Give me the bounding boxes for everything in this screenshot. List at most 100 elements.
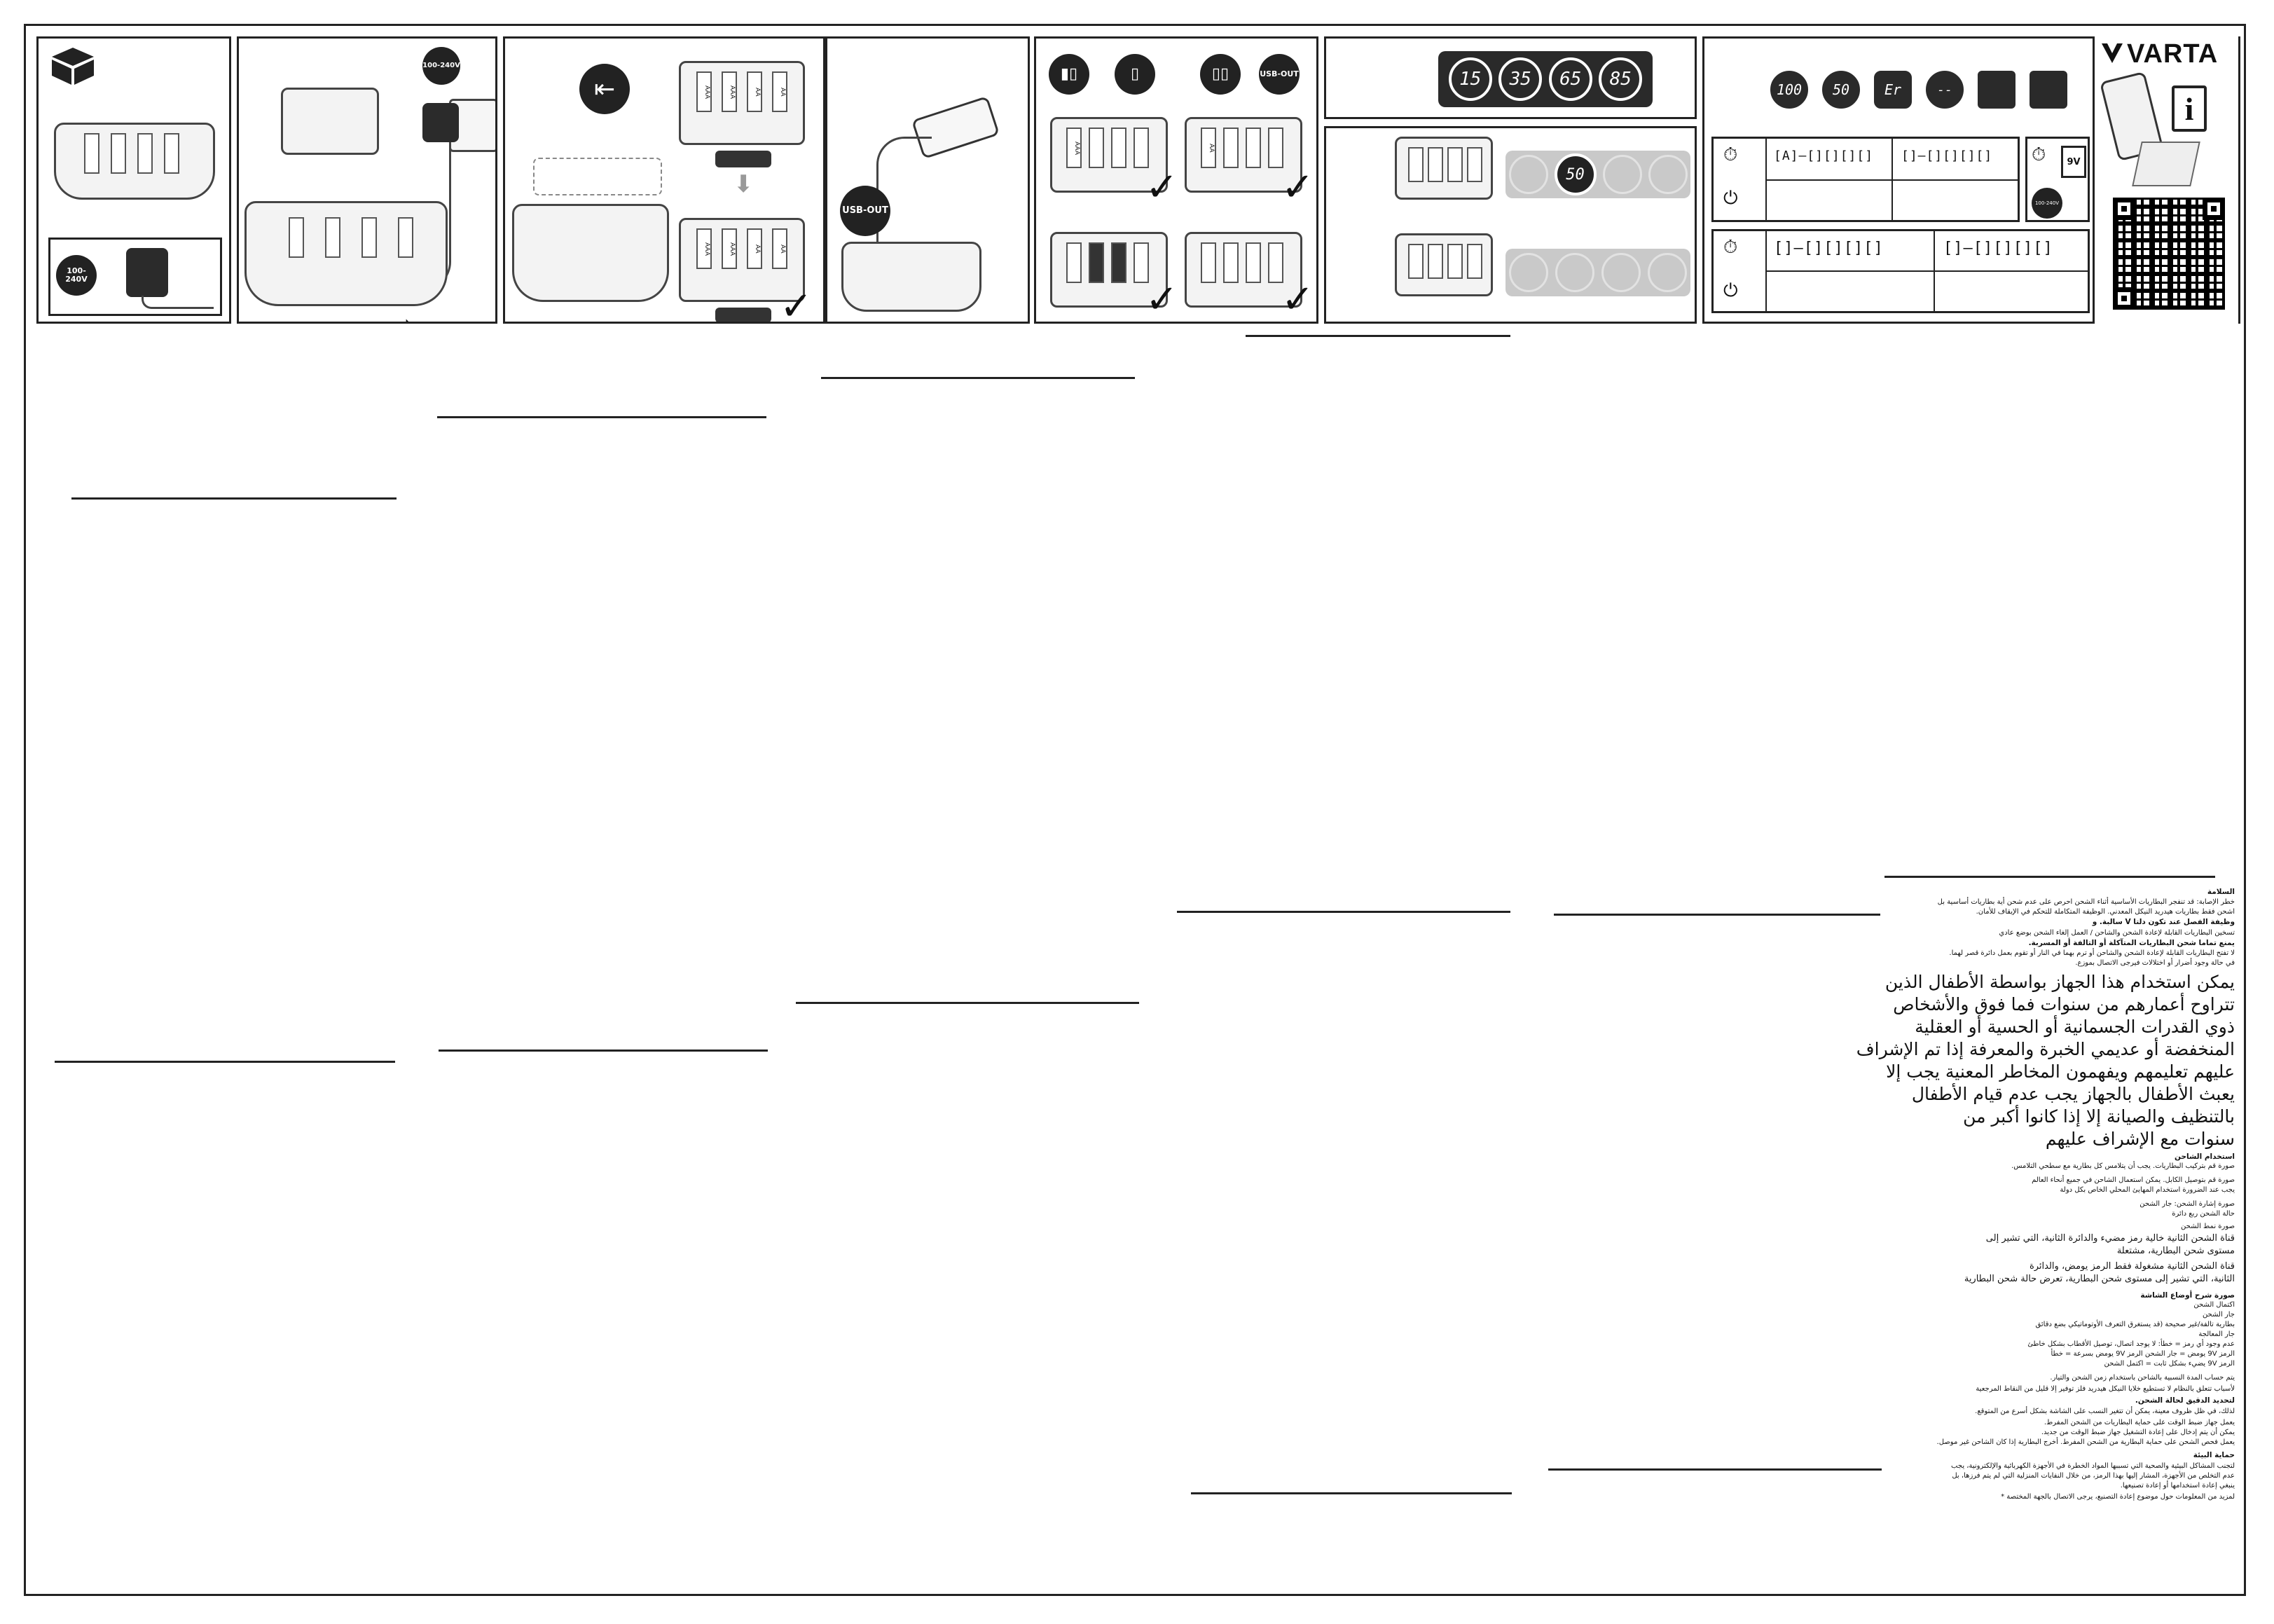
panel-connect-power: 100-240V ➡ bbox=[237, 36, 497, 324]
percent-digit: 15 bbox=[1448, 57, 1492, 101]
status-segment: 100 bbox=[1767, 68, 1811, 111]
charge-time-table-9v: ⏱ 9V 100-240V bbox=[2025, 137, 2090, 222]
percent-digit: 50 bbox=[1554, 153, 1597, 195]
channel-line: مستوى شحن البطارية، مشتعلة bbox=[2116, 1246, 2235, 1256]
brand-logo: VARTA bbox=[2127, 39, 2219, 69]
panel-status-table: 100 50 Er -- ⏱ ⏻ [A]–[][][][] []–[][][][… bbox=[1702, 36, 2095, 324]
arrow-right-icon: ➡ bbox=[396, 313, 411, 324]
time-row: []–[][][][] bbox=[1774, 240, 1884, 257]
channel-line: قناة الشحن الثانية مشغولة فقط الرمز يومض… bbox=[2029, 1261, 2235, 1272]
section-divider bbox=[821, 377, 1135, 379]
charger-illustration bbox=[841, 242, 981, 312]
cell-display-idle bbox=[1505, 249, 1690, 296]
voltage-badge-icon: 100-240V bbox=[56, 255, 97, 296]
display-line: يعمل جهاز ضبط الوقت على حماية البطاريات … bbox=[2044, 1419, 2235, 1426]
time-row: []–[][][][] bbox=[1943, 240, 2053, 257]
usage-line: صورة قم بتركيب البطاريات. يجب أن يتلامس … bbox=[2011, 1162, 2235, 1170]
charge-time-table-bottom: ⏱ ⏻ []–[][][][] []–[][][][] bbox=[1711, 229, 2090, 313]
display-line: الرمز 9V يضيء بشكل ثابت = اكتمل الشحن bbox=[2104, 1360, 2235, 1368]
display-line: يمكن أن يتم إدخال على إعادة التشغيل جهاز… bbox=[2041, 1429, 2235, 1436]
environment-line: لتجنب المشاكل البيئية والصحية التي تسببه… bbox=[1951, 1462, 2235, 1470]
panel-battery-combinations: ▮▯ ▯ ▯▯ USB-OUT AAA ✓ AA ✓ ✓ ✓ bbox=[1034, 36, 1318, 324]
checkmark-icon: ✓ bbox=[780, 284, 813, 324]
display-line: يتم حساب المدة النسبية بالشاحن باستخدام … bbox=[2050, 1374, 2235, 1382]
mini-display bbox=[715, 151, 771, 167]
combo-4 bbox=[1185, 232, 1302, 308]
channel-line: قناة الشحن الثانية خالية رمز مضيء والدائ… bbox=[1985, 1233, 2235, 1244]
section-divider bbox=[1548, 1468, 1882, 1471]
usage-line: صورة إشارة الشحن: جار الشحن bbox=[2139, 1200, 2235, 1208]
display-line: بطارية تالفة/غير صحيحة (قد يستغرق التعرف… bbox=[2035, 1321, 2235, 1328]
safety-line: اشحن فقط بطاريات هيدريد النيكل المعدني. … bbox=[1976, 908, 2235, 916]
section-divider bbox=[55, 1061, 395, 1063]
adapter-box: 100-240V bbox=[48, 238, 222, 316]
display-line: يعمل فحص الشحن على حماية البطارية من الش… bbox=[1936, 1438, 2235, 1446]
battery-9v-icon: ▯ bbox=[1115, 54, 1155, 95]
display-line: لأسباب تتعلق بالنظام لا تستطيع خلايا الن… bbox=[1976, 1385, 2235, 1393]
combo-2: AA bbox=[1185, 117, 1302, 193]
display-line: لتحديد الدقيق لحالة الشحن. bbox=[2135, 1396, 2235, 1405]
safety-line: في حالة وجود أضرار أو اختلالات فيرجى الا… bbox=[2075, 959, 2235, 967]
checkmark-icon: ✓ bbox=[1145, 165, 1178, 210]
combo-1: AAA bbox=[1050, 117, 1168, 193]
children-warning: ذوي القدرات الجسمانية أو الحسية أو العقل… bbox=[1915, 1017, 2235, 1037]
mini-display bbox=[715, 308, 771, 322]
page-frame bbox=[24, 24, 2246, 1596]
section-divider bbox=[796, 1002, 1139, 1004]
checkmark-icon: ✓ bbox=[1145, 277, 1178, 322]
safety-title: السلامة bbox=[2207, 888, 2235, 896]
manual-booklet-icon bbox=[2132, 142, 2200, 186]
panel-charge-display: 15 35 65 85 bbox=[1324, 36, 1697, 119]
charger-illustration bbox=[244, 201, 448, 306]
section-divider bbox=[1884, 876, 2215, 878]
checkmark-icon: ✓ bbox=[1281, 277, 1314, 322]
display-line: الرمز 9V يومض = جار الشحن الرمز 9V يومض … bbox=[2051, 1350, 2235, 1358]
display-title: صورة شرح أوضاع الشاشة bbox=[2140, 1291, 2235, 1300]
environment-title: حماية البيئة bbox=[2193, 1451, 2235, 1459]
qr-code[interactable] bbox=[2113, 198, 2225, 310]
percent-display: 15 35 65 85 bbox=[1438, 51, 1653, 107]
charger-open-view bbox=[512, 204, 669, 302]
children-warning: بالتنظيف والصيانة إلا إذا كانوا أكبر من bbox=[1963, 1106, 2235, 1127]
safety-line: وظيفة الفصل عند تكون دلتا V سالبة. و bbox=[2092, 918, 2235, 926]
panel-usb-out: USB-OUT bbox=[825, 36, 1030, 324]
environment-line: لمزيد من المعلومات حول موضوع إعادة التصن… bbox=[2001, 1493, 2235, 1501]
section-divider bbox=[1177, 911, 1510, 913]
status-segment: -- bbox=[1923, 68, 1966, 111]
usage-line: صورة نمط الشحن bbox=[2181, 1223, 2235, 1230]
varta-logo-icon bbox=[2100, 41, 2124, 64]
voltage-badge-icon: 100-240V bbox=[422, 47, 460, 85]
usb-out-icon: USB-OUT bbox=[1259, 54, 1300, 95]
section-divider bbox=[1554, 914, 1880, 916]
charger-illustration bbox=[54, 123, 215, 200]
children-warning: يعبث الأطفال بالجهاز يجب عدم قيام الأطفا… bbox=[1911, 1084, 2235, 1104]
children-warning: عليهم تعليمهم ويفهمون المخاطر المعنية يج… bbox=[1886, 1061, 2235, 1082]
percent-digit: 85 bbox=[1599, 57, 1643, 101]
display-line: اكتمال الشحن bbox=[2193, 1301, 2235, 1309]
9v-badge: 9V bbox=[2061, 146, 2086, 178]
percent-digit: 35 bbox=[1498, 57, 1543, 101]
arrow-down-icon: ⬇ bbox=[733, 170, 754, 198]
charger-top-view bbox=[1395, 137, 1493, 200]
status-segment: Er bbox=[1871, 68, 1915, 111]
channel-line: الثانية، التي تشير إلى مستوى شحن البطاري… bbox=[1964, 1274, 2235, 1284]
checkmark-icon: ✓ bbox=[1281, 165, 1314, 210]
timer-icon: ⏱ bbox=[2032, 144, 2046, 165]
usage-line: يجب عند الضرورة استخدام المهايئ المحلي ا… bbox=[2060, 1186, 2235, 1194]
section-divider bbox=[71, 497, 397, 500]
charge-time-table-top: ⏱ ⏻ [A]–[][][][] []–[][][][] bbox=[1711, 137, 2020, 222]
status-segment: 50 bbox=[1819, 68, 1863, 111]
info-icon: i bbox=[2172, 85, 2207, 132]
batteries-insert-illustration bbox=[533, 158, 662, 195]
timer-icon: ⏱ bbox=[1723, 237, 1738, 258]
section-divider bbox=[1191, 1492, 1512, 1494]
display-line: عدم وجود أي رمز = خطأ: لا يوجد اتصال، تو… bbox=[2027, 1340, 2235, 1348]
environment-line: عدم التخلص من الأجهزة، المشار إليها بهذا… bbox=[1952, 1472, 2235, 1480]
section-divider bbox=[1246, 335, 1510, 337]
status-display-row: 100 50 Er -- bbox=[1767, 64, 2076, 120]
section-divider bbox=[439, 1050, 768, 1052]
usage-line: صورة قم بتوصيل الكابل. يمكن استعمال الشا… bbox=[2032, 1176, 2235, 1184]
children-warning: المنخفضة أو عديمي الخبرة والمعرفة إذا تم… bbox=[1856, 1039, 2235, 1059]
